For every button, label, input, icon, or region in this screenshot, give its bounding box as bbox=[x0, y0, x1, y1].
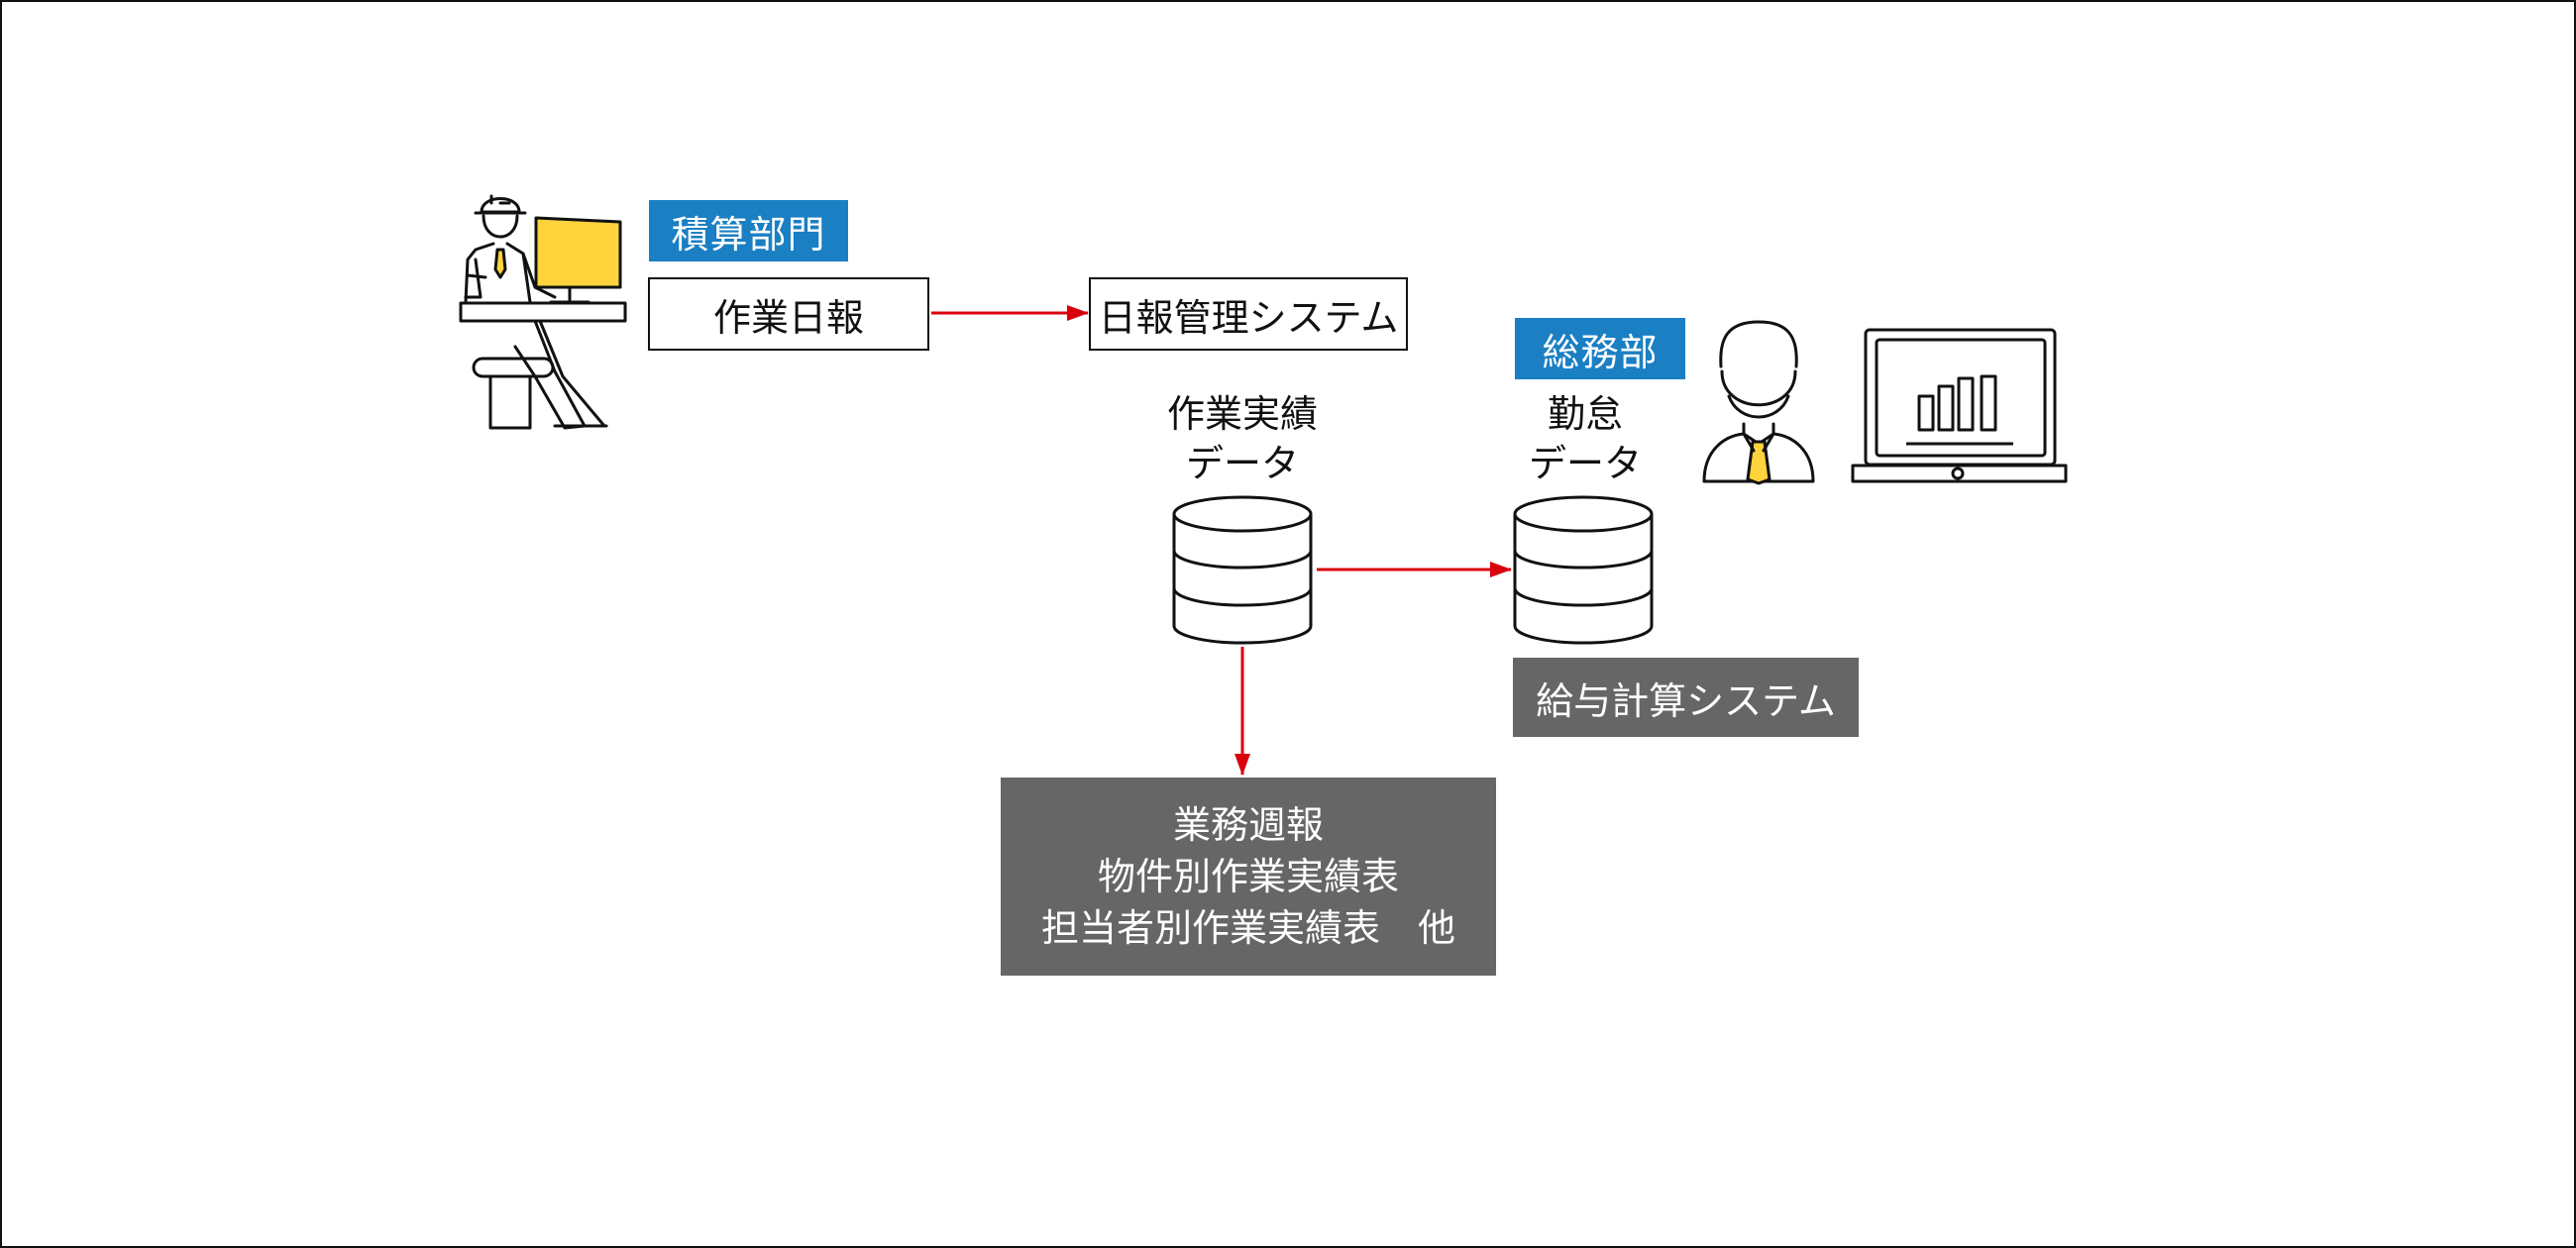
attendance-data-label: 勤怠 データ bbox=[1466, 389, 1704, 488]
work-data-label-line-2: データ bbox=[1185, 442, 1299, 485]
payroll-system-box: 給与計算システム bbox=[1513, 658, 1859, 737]
attendance-data-label-line-2: データ bbox=[1528, 442, 1642, 485]
laptop-bar-chart-icon bbox=[1851, 328, 2068, 483]
construction-worker-at-computer-icon bbox=[459, 194, 627, 430]
report-weekly: 業務週報 bbox=[1172, 803, 1324, 847]
reports-box: 業務週報 物件別作業実績表 担当者別作業実績表 他 bbox=[1001, 778, 1496, 976]
estimating-dept-tag: 積算部門 bbox=[649, 200, 848, 261]
general-affairs-tag: 総務部 bbox=[1515, 318, 1685, 379]
office-worker-icon bbox=[1702, 320, 1815, 485]
database-icon bbox=[1172, 495, 1313, 645]
attendance-data-label-line-1: 勤怠 bbox=[1547, 392, 1623, 436]
daily-report-box: 作業日報 bbox=[648, 277, 929, 351]
work-data-label-line-1: 作業実績 bbox=[1166, 392, 1318, 436]
work-data-label: 作業実績 データ bbox=[1124, 389, 1361, 488]
database-icon bbox=[1513, 495, 1654, 645]
report-by-property: 物件別作業実績表 bbox=[1097, 855, 1399, 898]
report-by-person: 担当者別作業実績表 他 bbox=[1040, 906, 1455, 950]
daily-report-system-box: 日報管理システム bbox=[1089, 277, 1408, 351]
